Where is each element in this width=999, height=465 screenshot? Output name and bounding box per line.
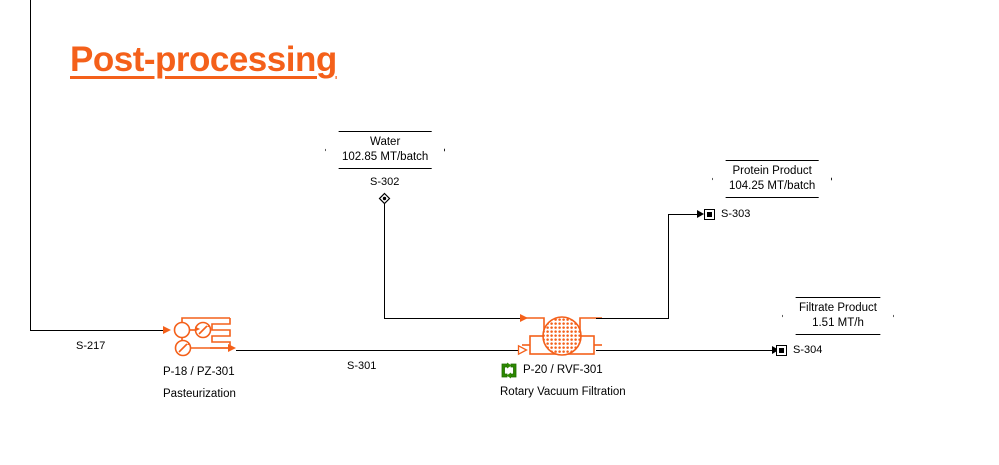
unit-pasteurization-name: Pasteurization [163, 388, 236, 400]
stream-s303-upper-line [668, 214, 699, 215]
stream-tag-s303-name: Protein Product [732, 165, 812, 177]
stream-s304-sink-icon[interactable] [776, 345, 787, 356]
stream-tag-s304-name: Filtrate Product [799, 302, 877, 314]
unit-pasteurization[interactable] [168, 313, 240, 361]
unit-pasteurization-id: P-18 / PZ-301 [163, 366, 235, 378]
stream-tag-s304-box: Filtrate Product 1.51 MT/h [782, 297, 894, 335]
stream-tag-s302-box: Water 102.85 MT/batch [325, 131, 445, 169]
stream-label-s302: S-302 [370, 176, 400, 188]
stream-tag-s304[interactable]: Filtrate Product 1.51 MT/h [782, 297, 894, 335]
stream-s217-vertical-line [30, 0, 31, 331]
stream-s303-sink-icon[interactable] [704, 209, 715, 220]
stream-s303-arrowhead [697, 210, 704, 218]
rotary-vacuum-filter-icon [522, 316, 602, 356]
stream-label-s301: S-301 [347, 360, 377, 372]
diamond-source-icon[interactable] [378, 192, 391, 205]
stream-tag-s303-box: Protein Product 104.25 MT/batch [712, 160, 832, 198]
stream-label-s303: S-303 [721, 208, 751, 220]
stream-s304-line [596, 350, 776, 351]
stream-label-s304: S-304 [793, 344, 823, 356]
stream-tag-s302[interactable]: Water 102.85 MT/batch [325, 131, 445, 169]
stream-tag-s303-rate: 104.25 MT/batch [729, 180, 816, 192]
unit-rotary-vacuum-filtration-name: Rotary Vacuum Filtration [500, 386, 626, 398]
stream-s302-horizontal-line [384, 318, 522, 319]
stream-tag-s304-rate: 1.51 MT/h [812, 317, 864, 329]
stream-s301-line [236, 350, 522, 351]
unit-rotary-vacuum-filtration-id: P-20 / RVF-301 [523, 364, 603, 376]
stream-s217-arrowhead [163, 326, 171, 334]
stream-s303-vertical-line [668, 214, 669, 319]
unit-rotary-vacuum-filtration[interactable] [522, 310, 602, 362]
recycle-icon[interactable] [500, 362, 518, 379]
unit-pasteurization-outlet-arrow [228, 344, 236, 352]
page-title: Post-processing [70, 40, 337, 79]
stream-s304-arrowhead [772, 346, 779, 354]
stream-s302-vertical-line [384, 204, 385, 319]
pasteurizer-icon [173, 317, 232, 357]
stream-s303-lower-line [596, 318, 669, 319]
stream-s301-arrowhead [517, 344, 528, 356]
stream-tag-s302-rate: 102.85 MT/batch [342, 151, 429, 163]
stream-tag-s303[interactable]: Protein Product 104.25 MT/batch [712, 160, 832, 198]
stream-s217-horizontal-line [30, 330, 165, 331]
stream-tag-s302-name: Water [370, 136, 401, 148]
stream-label-s217: S-217 [76, 340, 106, 352]
